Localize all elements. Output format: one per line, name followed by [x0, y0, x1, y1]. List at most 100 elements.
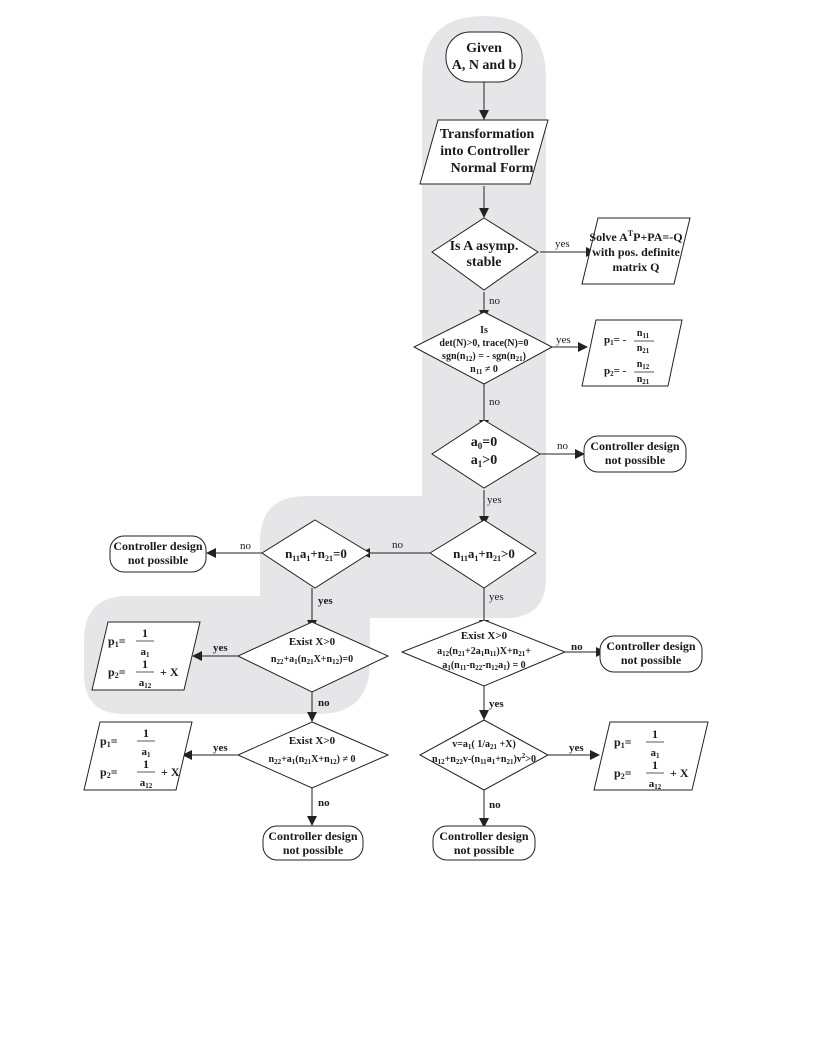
- expr-part: n: [453, 546, 461, 561]
- result-n21: n21: [637, 343, 650, 355]
- transformation-line1: Transformation: [440, 127, 535, 142]
- result-den: a1: [142, 746, 152, 759]
- expr-sub: 11: [480, 758, 487, 766]
- expr-sub: 1: [492, 758, 496, 766]
- result-one: 1: [143, 757, 149, 771]
- not-possible-line2: not possible: [621, 653, 682, 667]
- not-possible-node-4: Controller design not possible: [262, 825, 364, 861]
- expr-part: )v: [513, 754, 521, 765]
- expr-part: +2a: [465, 646, 481, 657]
- not-possible-shape: [583, 435, 687, 473]
- result-p1: p1=: [100, 734, 118, 749]
- transformation-shape: [419, 119, 549, 185]
- expr-part: a: [437, 646, 442, 657]
- expr-sub: 1: [503, 664, 507, 672]
- expr-part: ) = 0: [507, 660, 526, 671]
- expr-part: a: [468, 546, 475, 561]
- arrowhead: [307, 816, 317, 826]
- not-possible-line1: Controller design: [590, 439, 680, 453]
- start-shape: [445, 31, 523, 83]
- decision-line3-part: ): [523, 351, 526, 362]
- result-p-letter: p: [100, 765, 107, 779]
- expr-part: v=a: [452, 739, 468, 750]
- expr-sub: 21: [307, 658, 315, 666]
- result-p-sub: 1: [107, 740, 111, 749]
- result-n21b-letter: n: [637, 374, 643, 385]
- edge-label-yes: yes: [213, 642, 228, 654]
- expr-sub: 11: [490, 650, 497, 658]
- expr-part: n: [484, 646, 490, 657]
- expr-sub: 12: [438, 758, 446, 766]
- result-p1-eq: = -: [614, 334, 627, 346]
- result-den-letter: a: [140, 777, 146, 789]
- decision-shape: [261, 519, 371, 589]
- transformation-line3: Normal Form: [451, 161, 534, 176]
- expr-part: +X): [497, 739, 516, 750]
- result-p-sub: 1: [115, 640, 119, 649]
- result-den-sub: 1: [146, 651, 150, 659]
- lyapunov-line1-a: Solve A: [589, 230, 628, 244]
- decision-a-stable: Is A asymp. stable: [431, 217, 539, 291]
- expr-part: -n: [466, 660, 475, 671]
- result-p-letter: p: [108, 665, 115, 679]
- decision-line2: n22+a1(n21X+n12)=0: [271, 654, 353, 666]
- edge-label-no: no: [392, 539, 404, 551]
- decision-line1: Is: [480, 325, 488, 336]
- result-den: a1: [141, 646, 151, 659]
- expr-part: a: [300, 546, 307, 561]
- expr-sub: 22: [276, 658, 284, 666]
- result-eq: =: [119, 634, 126, 648]
- result-p-letter: p: [108, 634, 115, 648]
- arrowhead: [578, 342, 588, 352]
- expr-part: (n: [449, 646, 458, 657]
- result-den-sub: 12: [654, 783, 662, 791]
- decision-expr: n11a1+n21=0: [285, 546, 347, 563]
- decision-sum-zero: n11a1+n21=0: [261, 519, 371, 589]
- result-den-letter: a: [141, 646, 147, 658]
- decision-a0-a1: a0=0 a1>0: [431, 419, 541, 489]
- expr-sub: 11: [292, 554, 300, 563]
- arrowhead: [307, 712, 317, 722]
- expr-part: X+n: [311, 754, 330, 765]
- result-p2: p2=: [100, 765, 118, 780]
- result-p-sub: 2: [115, 671, 119, 680]
- edge-label-no: no: [557, 440, 569, 452]
- expr-part: )X+n: [496, 646, 518, 657]
- decision-a1-sub: 1: [478, 459, 483, 469]
- result-shape: [593, 721, 709, 791]
- result-plus-x: + X: [161, 765, 180, 779]
- decision-shape: [431, 419, 541, 489]
- result-p1-letter: p: [604, 334, 610, 346]
- decision-line3-part: ) = - sgn(n: [472, 351, 516, 362]
- transformation-line2: into Controller: [440, 144, 530, 159]
- edge-label-no: no: [489, 295, 501, 307]
- not-possible-line2: not possible: [605, 453, 666, 467]
- decision-line2: n12+n22v-(n11a1+n21)v2>0: [432, 752, 536, 766]
- expr-part: n: [432, 754, 438, 765]
- expr-sub: 1: [447, 664, 451, 672]
- arrowhead: [479, 818, 489, 828]
- result-n12-letter: n: [637, 359, 643, 370]
- decision-line1: Exist X>0: [461, 630, 508, 642]
- result-one: 1: [142, 626, 148, 640]
- decision-line2: n22+a1(n21X+n12) ≠ 0: [269, 754, 356, 766]
- result-p2: p2=: [108, 665, 126, 680]
- expr-part: (n: [451, 660, 460, 671]
- expr-sub: 1: [474, 554, 478, 563]
- expr-sub: 21: [506, 758, 514, 766]
- result-p-letter: p: [614, 766, 621, 780]
- expr-part: -n: [482, 660, 491, 671]
- result-n11-sub: 11: [642, 332, 649, 340]
- result-p1-sub: 1: [610, 339, 614, 347]
- expr-sub: 12: [442, 650, 450, 658]
- lyapunov-line2: with pos. definite: [592, 245, 680, 259]
- decision-a0-sub: 0: [478, 441, 483, 451]
- start-line1: Given: [466, 41, 502, 56]
- arrowhead: [479, 110, 489, 120]
- result-eq: =: [625, 735, 632, 749]
- edge-label-yes: yes: [556, 334, 571, 346]
- expr-sub: 21: [458, 650, 466, 658]
- decision-exist-x-right: Exist X>0 a12(n21+2a1n11)X+n21+ a1(n11-n…: [400, 619, 567, 687]
- result-den-letter: a: [651, 747, 657, 759]
- result-x-lower: p1= 1 a1 p2= 1 a12 + X: [83, 721, 193, 791]
